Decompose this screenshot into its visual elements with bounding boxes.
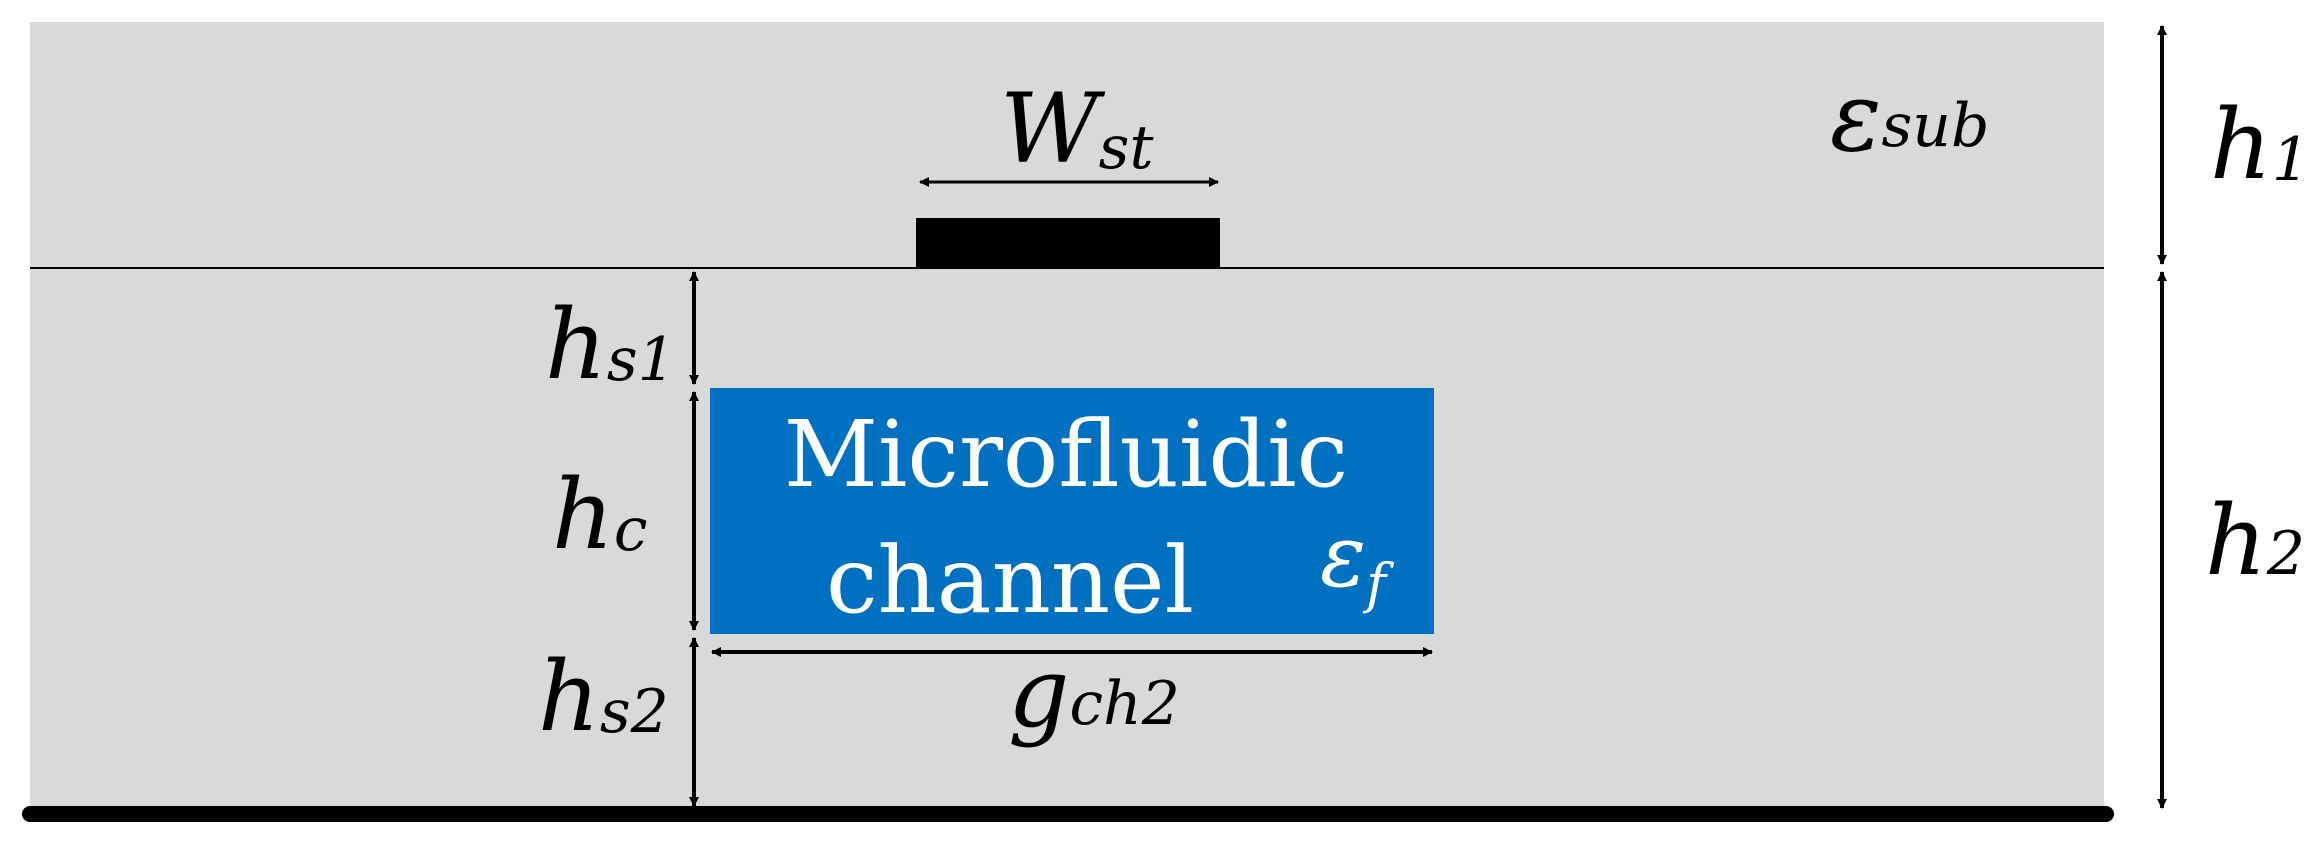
hs2-label: hs2 [538,641,669,753]
strip-width-label: Wst [1000,73,1154,185]
hs1-label: hs1 [545,289,676,401]
h1-label: h1 [2210,89,2310,201]
h2-label: h2 [2205,485,2305,597]
channel-label-line1: Microfluidic [784,401,1348,508]
eps-sub-label: εsub [1830,61,1989,173]
channel-label-line2: channel [826,527,1194,634]
gch2-label: gch2 [1008,637,1180,749]
microfluidic-channel [710,388,1434,634]
signal-strip [916,218,1220,268]
hc-label: hc [552,459,647,571]
